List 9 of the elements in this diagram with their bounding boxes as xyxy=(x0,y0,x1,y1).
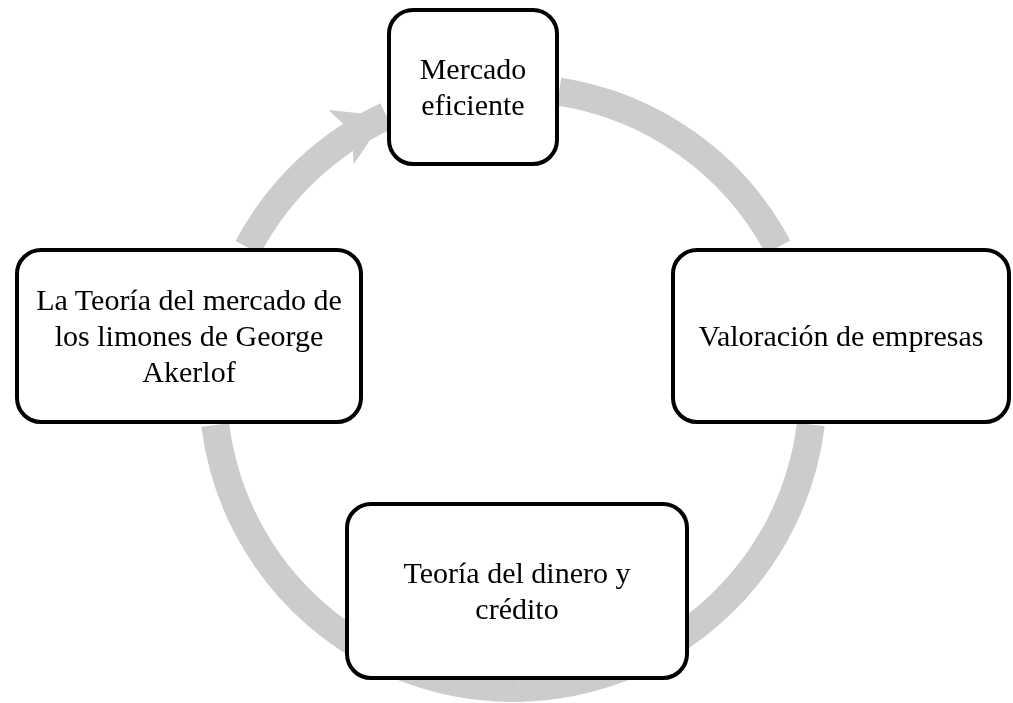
box-label: Teoría del dinero y crédito xyxy=(402,555,632,627)
rounded-box xyxy=(15,248,363,424)
rounded-box xyxy=(387,8,559,166)
rounded-box xyxy=(345,502,689,680)
rounded-box xyxy=(671,248,1011,424)
cycle-arc xyxy=(201,422,520,702)
box-label: La Teoría del mercado de los limones de George Akerlof xyxy=(35,282,343,390)
box-label: Valoración de empresas xyxy=(698,318,984,354)
box-label: Mercado eficiente xyxy=(418,51,528,123)
